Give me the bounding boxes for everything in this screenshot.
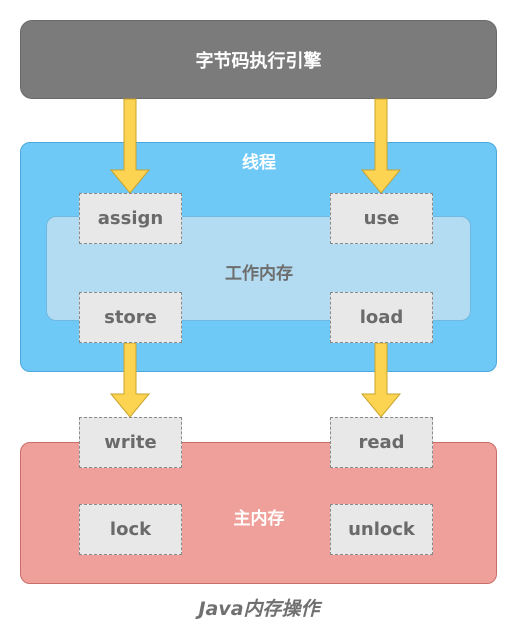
- write-op: write: [79, 417, 182, 468]
- lock-op: lock: [79, 504, 182, 555]
- diagram-caption: Java内存操作: [198, 598, 320, 620]
- write-op-label: write: [104, 432, 157, 453]
- main-memory-label: 主内存: [233, 509, 285, 529]
- assign-op-label: assign: [97, 208, 164, 229]
- unlock-op: unlock: [330, 504, 433, 555]
- bytecode-engine-label: 字节码执行引擎: [195, 50, 322, 72]
- arrow-load-read: [360, 342, 402, 418]
- bytecode-engine-box: 字节码执行引擎: [20, 20, 497, 99]
- thread-label: 线程: [242, 153, 276, 173]
- read-op: read: [330, 417, 433, 468]
- working-memory-label: 工作内存: [225, 264, 293, 284]
- store-op: store: [79, 292, 182, 343]
- unlock-op-label: unlock: [348, 519, 415, 540]
- arrow-engine-to-use: [360, 98, 402, 194]
- arrow-store-to-write: [109, 342, 151, 418]
- use-op-label: use: [363, 208, 400, 229]
- assign-op: assign: [79, 193, 182, 244]
- store-op-label: store: [104, 307, 157, 328]
- use-op: use: [330, 193, 433, 244]
- arrow-engine-to-assign: [109, 98, 151, 194]
- lock-op-label: lock: [109, 519, 152, 540]
- read-op-label: read: [358, 432, 405, 453]
- load-op-label: load: [359, 307, 404, 328]
- load-op: load: [330, 292, 433, 343]
